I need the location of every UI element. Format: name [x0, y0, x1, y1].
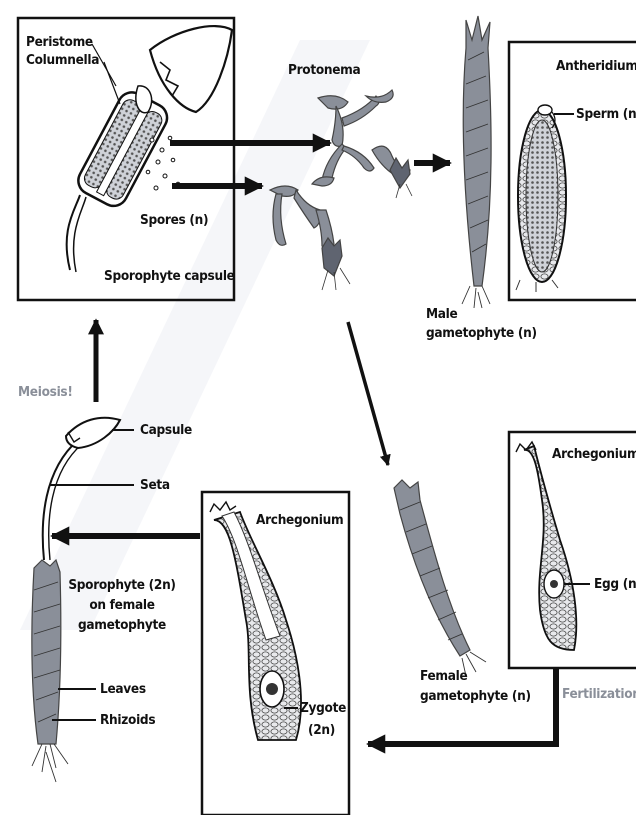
label-sporophyte-3: gametophyte [62, 617, 182, 633]
label-sporophyte-capsule: Sporophyte capsule [104, 268, 235, 284]
label-protonema: Protonema [288, 62, 360, 78]
female-gametophyte-icon [394, 480, 486, 676]
label-meiosis: Meiosis! [18, 384, 73, 400]
label-zygote-2: (2n) [308, 722, 335, 738]
label-zygote-1: Zygote [300, 700, 346, 716]
label-peristome: Peristome [26, 34, 93, 50]
label-archegonium-left: Archegonium [256, 512, 343, 528]
archegonium-egg-icon [516, 442, 576, 650]
label-seta: Seta [140, 477, 170, 493]
label-columnella: Columnella [26, 52, 99, 68]
label-egg: Egg (n) [594, 576, 636, 592]
label-antheridium: Antheridium [556, 58, 636, 74]
label-male-gametophyte-1: Male [426, 306, 457, 322]
label-leaves: Leaves [100, 681, 146, 697]
label-female-gametophyte-2: gametophyte (n) [420, 688, 531, 704]
label-male-gametophyte-2: gametophyte (n) [426, 325, 537, 341]
label-fertilization: Fertilization [562, 686, 636, 702]
label-sporophyte-1: Sporophyte (2n) [62, 577, 182, 593]
label-female-gametophyte-1: Female [420, 668, 467, 684]
male-gametophyte-icon [462, 16, 491, 308]
label-sporophyte-2: on female [62, 597, 182, 613]
label-spores: Spores (n) [140, 212, 208, 228]
watermark-band [20, 40, 370, 630]
archegonium-zygote-icon [210, 502, 301, 740]
label-sperm: Sperm (n) [576, 106, 636, 122]
columnella-pointer [104, 62, 120, 104]
protonema-rhizoids [322, 184, 412, 290]
antheridium-icon [516, 105, 566, 292]
label-capsule: Capsule [140, 422, 192, 438]
label-rhizoids: Rhizoids [100, 712, 155, 728]
label-archegonium-right: Archegonium [552, 446, 636, 462]
arrow-protonema-to-female [348, 322, 388, 465]
